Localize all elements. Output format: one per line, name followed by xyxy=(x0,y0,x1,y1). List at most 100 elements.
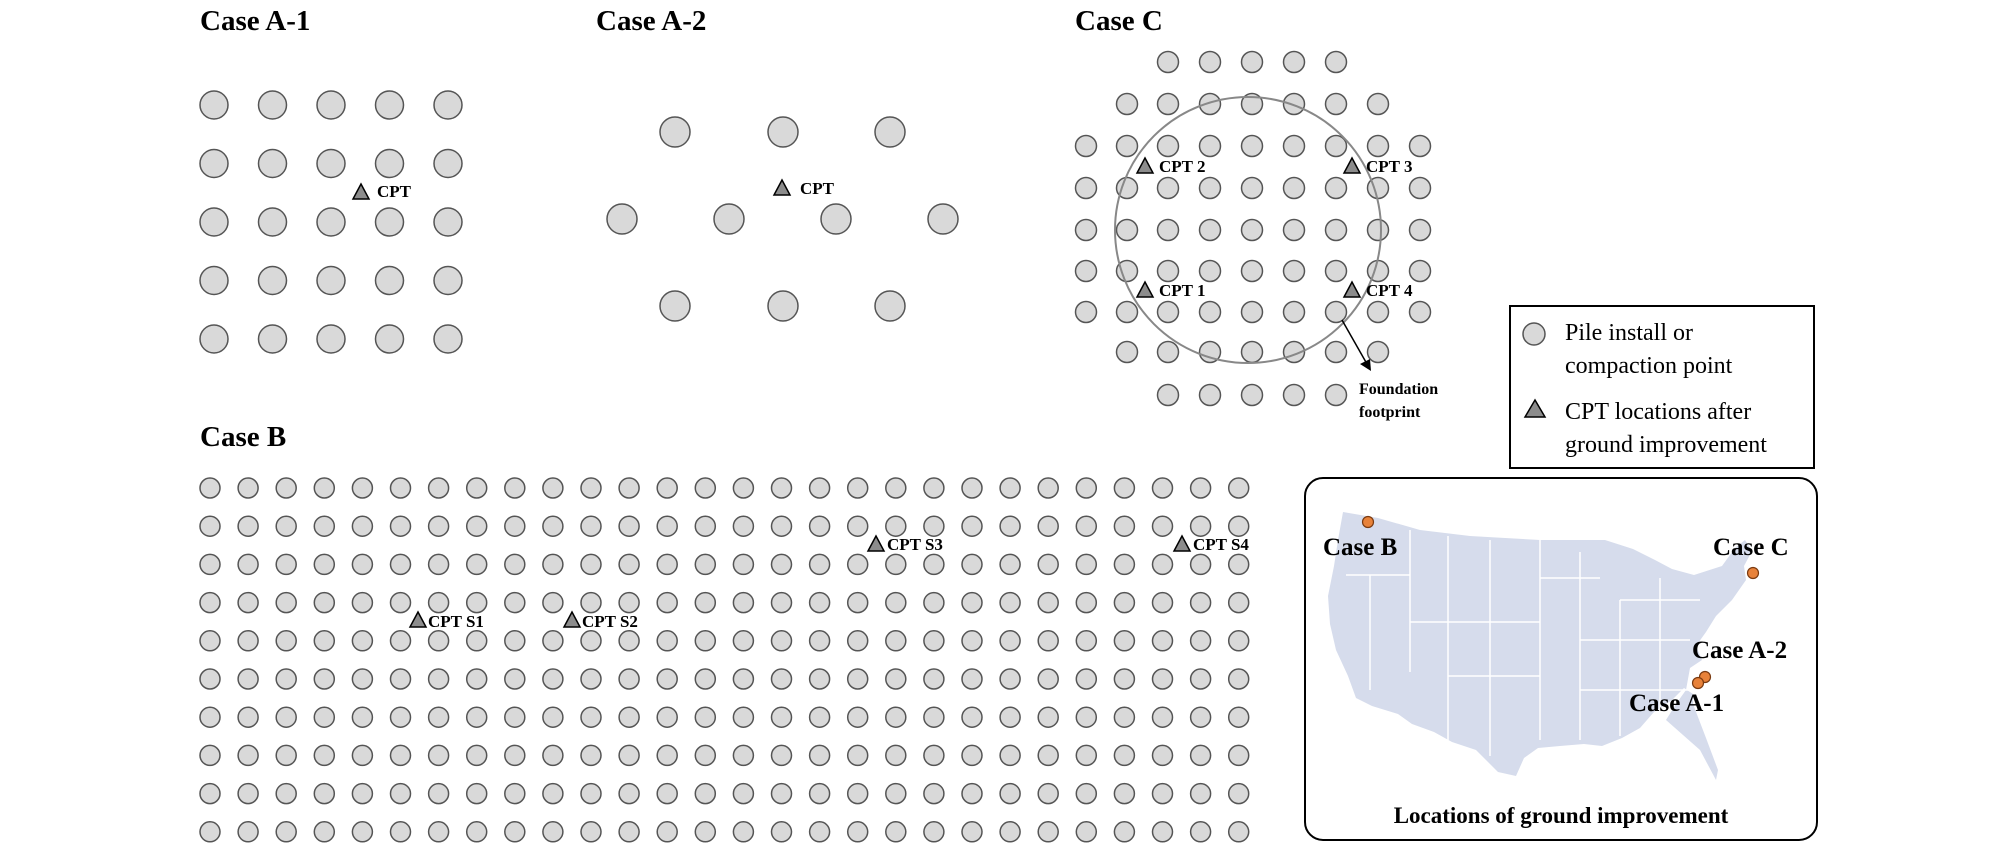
pile-point-icon xyxy=(427,477,450,499)
pile-point-icon xyxy=(1324,259,1348,283)
pile-point-icon xyxy=(427,782,450,805)
case-a1-title: Case A-1 xyxy=(200,5,310,37)
pile-point-icon xyxy=(1113,591,1136,614)
pile-point-icon xyxy=(313,515,336,537)
pile-point-icon xyxy=(1408,134,1432,158)
footprint-arrowhead-icon xyxy=(1360,359,1371,371)
pile-point-icon xyxy=(732,668,755,690)
pile-point-icon xyxy=(770,668,793,690)
pile-point-icon xyxy=(1366,218,1390,242)
pile-point-icon xyxy=(694,782,717,805)
pile-point-icon xyxy=(694,744,717,767)
pile-point-icon xyxy=(885,744,907,767)
pile-point-icon xyxy=(846,630,869,652)
pile-point-icon xyxy=(846,591,869,614)
pile-point-icon xyxy=(427,821,450,843)
pile-point-icon xyxy=(713,203,745,235)
footprint-pointer xyxy=(1341,319,1371,371)
pile-point-icon xyxy=(313,553,336,576)
pile-point-icon xyxy=(846,477,869,499)
pile-point-icon xyxy=(618,744,640,767)
pile-point-icon xyxy=(1037,515,1059,537)
case-c-cpt-4-label: CPT 4 xyxy=(1366,281,1413,300)
pile-point-icon xyxy=(542,706,564,728)
pile-point-icon xyxy=(885,630,907,652)
pile-point-icon xyxy=(351,668,374,690)
pile-point-icon xyxy=(504,630,526,652)
case-a2-pile-grid xyxy=(606,116,959,322)
pile-point-icon xyxy=(275,477,297,499)
pile-point-icon xyxy=(1227,782,1250,805)
pile-point-icon xyxy=(885,706,907,728)
pile-point-icon xyxy=(389,706,412,728)
pile-point-icon xyxy=(1151,515,1174,537)
pile-point-icon xyxy=(1151,591,1174,614)
pile-point-icon xyxy=(199,821,221,843)
pile-point-icon xyxy=(961,668,983,690)
panel-case-a1: Case A-1 CPT xyxy=(199,5,463,354)
pile-point-icon xyxy=(199,477,221,499)
pile-point-icon xyxy=(659,116,691,148)
pile-point-icon xyxy=(351,706,374,728)
pile-point-icon xyxy=(389,515,412,537)
pile-point-icon xyxy=(961,515,983,537)
pile-point-icon xyxy=(1151,477,1174,499)
pile-point-icon xyxy=(1156,134,1180,158)
case-a2-title: Case A-2 xyxy=(596,5,706,37)
pile-point-icon xyxy=(1113,782,1136,805)
pile-point-icon xyxy=(1074,176,1098,200)
site-marker-icon xyxy=(1746,566,1760,580)
pile-point-icon xyxy=(1074,134,1098,158)
pile-point-icon xyxy=(1189,477,1212,499)
map-label-case-a1: Case A-1 xyxy=(1629,690,1724,717)
case-c-cpt-2: CPT 2 xyxy=(1135,156,1205,176)
pile-point-icon xyxy=(923,706,945,728)
pile-point-icon xyxy=(1189,668,1212,690)
footprint-label-line2: footprint xyxy=(1359,404,1421,421)
pile-point-icon xyxy=(199,553,221,576)
pile-point-icon xyxy=(275,668,297,690)
pile-point-icon xyxy=(1324,92,1348,116)
pile-point-icon xyxy=(542,668,564,690)
pile-point-icon xyxy=(257,148,288,179)
pile-point-icon xyxy=(767,290,799,322)
pile-point-icon xyxy=(808,668,831,690)
pile-point-icon xyxy=(1037,553,1059,576)
pile-point-icon xyxy=(1156,259,1180,283)
pile-point-icon xyxy=(659,290,691,322)
pile-point-icon xyxy=(275,821,297,843)
pile-point-icon xyxy=(885,591,907,614)
pile-point-icon xyxy=(1151,668,1174,690)
pile-point-icon xyxy=(1324,340,1348,364)
pile-point-icon xyxy=(1282,259,1306,283)
pile-point-icon xyxy=(874,116,906,148)
pile-point-icon xyxy=(1189,821,1212,843)
pile-point-icon xyxy=(351,477,374,499)
pile-point-icon xyxy=(923,591,945,614)
pile-point-icon xyxy=(199,324,229,354)
pile-point-icon xyxy=(1075,668,1098,690)
pile-point-icon xyxy=(1324,300,1348,324)
pile-point-icon xyxy=(1189,630,1212,652)
pile-point-icon xyxy=(1282,134,1306,158)
pile-point-icon xyxy=(1366,340,1390,364)
pile-point-icon xyxy=(1227,821,1250,843)
pile-point-icon xyxy=(1227,515,1250,537)
pile-point-icon xyxy=(999,515,1021,537)
pile-point-icon xyxy=(580,668,602,690)
pile-point-icon xyxy=(1408,300,1432,324)
map-label-case-c: Case C xyxy=(1713,534,1789,561)
panel-case-b: Case B CPT S1 CPT S2 CPT S3 CPT S4 xyxy=(199,421,1250,843)
pile-point-icon xyxy=(885,515,907,537)
site-marker-icon xyxy=(1691,676,1705,690)
pile-point-icon xyxy=(1227,630,1250,652)
pile-point-icon xyxy=(1282,176,1306,200)
pile-point-icon xyxy=(504,668,526,690)
pile-point-icon xyxy=(542,553,564,576)
pile-point-icon xyxy=(1189,706,1212,728)
pile-point-icon xyxy=(770,706,793,728)
pile-point-icon xyxy=(1074,300,1098,324)
pile-point-icon xyxy=(846,821,869,843)
pile-point-icon xyxy=(1198,300,1222,324)
